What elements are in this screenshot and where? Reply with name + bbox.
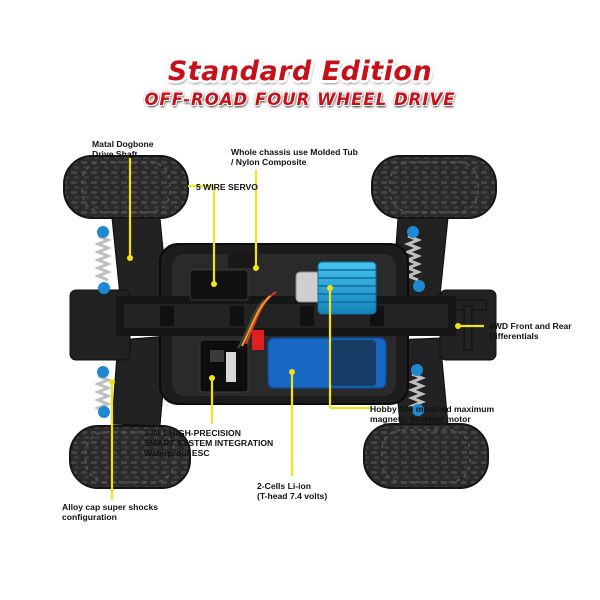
battery-pack: [267, 337, 387, 389]
callout-esc: 3 IN 1 HIGH-PRECISION SMART SYSTEM INTEG…: [144, 428, 273, 458]
callout-battery: 2-Cells Li-ion (T-head 7.4 volts): [257, 481, 327, 501]
rear-left-wheel: [69, 425, 191, 489]
callout-esc-line3: Waterproof ESC: [144, 448, 210, 458]
callout-battery-line2: (T-head 7.4 volts): [257, 491, 328, 501]
callout-chassis-line2: / Nylon Composite: [231, 157, 307, 167]
front-left-wheel: [63, 155, 189, 219]
edition-subtitle: OFF-ROAD FOUR WHEEL DRIVE: [144, 90, 456, 109]
callout-motor-line2: magnetic brushed motor: [370, 414, 471, 424]
callout-battery-line1: 2-Cells Li-ion: [257, 481, 311, 491]
callout-dogbone: Matal Dogbone Drive Shaft: [92, 139, 154, 159]
callout-diff-line2: Differentials: [489, 331, 539, 341]
callout-shocks-line1: Alloy cap super shocks: [62, 502, 158, 512]
shock-absorbers: [93, 226, 427, 418]
callout-points: [109, 255, 461, 385]
front-right-wheel: [371, 155, 497, 219]
callout-esc-line2: SMART SYSTEM INTEGRATION: [144, 438, 274, 448]
callout-chassis: Whole chassis use Molded Tub / Nylon Com…: [231, 147, 358, 167]
callout-differentials: 4WD Front and Rear Differentials: [489, 321, 572, 341]
callout-dogbone-line1: Matal Dogbone: [92, 139, 154, 149]
callout-shocks: Alloy cap super shocks configuration: [62, 502, 158, 522]
callout-esc-line1: 3 IN 1 HIGH-PRECISION: [144, 428, 241, 438]
callout-shocks-line2: configuration: [62, 512, 117, 522]
callout-diff-line1: 4WD Front and Rear: [489, 321, 572, 331]
servo: [189, 254, 258, 301]
callout-motor-line1: Hobby 390 modified maximum: [370, 404, 495, 414]
edition-title: Standard Edition: [167, 56, 433, 87]
callout-chassis-line1: Whole chassis use Molded Tub: [231, 147, 358, 157]
callout-motor: Hobby 390 modified maximum magnetic brus…: [370, 404, 494, 424]
callout-dogbone-line2: Drive Shaft: [92, 149, 138, 159]
motor-heatsink: [295, 261, 377, 315]
callout-leader-lines: [110, 158, 484, 500]
rear-right-wheel: [363, 423, 489, 489]
callout-servo: 5 WIRE SERVO: [196, 182, 258, 192]
